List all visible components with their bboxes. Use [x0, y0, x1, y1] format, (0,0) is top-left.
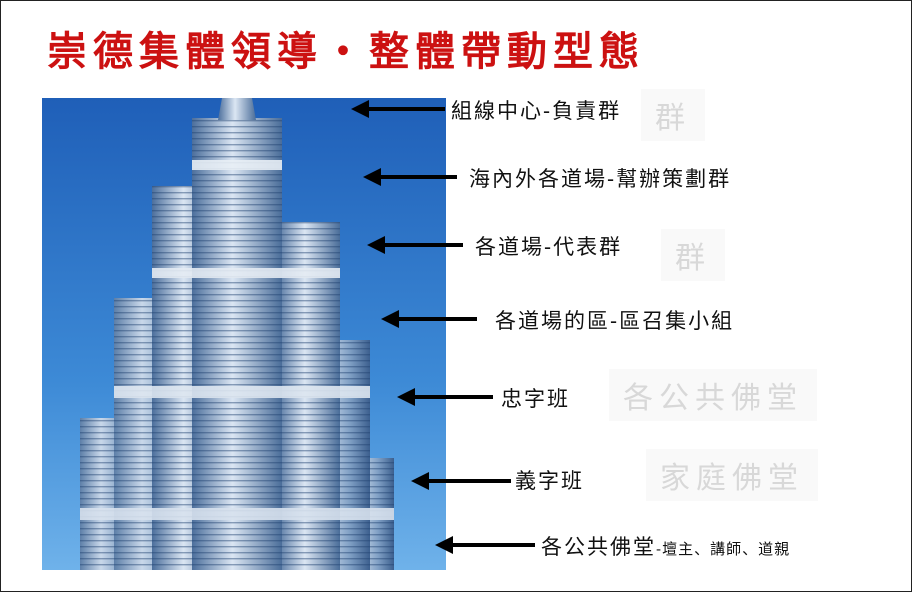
faded-label: 群	[641, 89, 705, 141]
level-label-district: 各道場的區-區召集小組	[495, 309, 735, 333]
slide-title: 崇德集體領導・整體帶動型態	[47, 28, 645, 75]
public-shrine-label: 各公共佛堂	[541, 535, 656, 559]
arrow-left-icon	[367, 236, 463, 254]
faded-label: 各公共佛堂	[609, 369, 817, 421]
level-label-public-shrine: 各公共佛堂-壇主、講師、道親	[541, 531, 790, 561]
arrow-left-icon	[435, 536, 535, 554]
arrow-left-icon	[363, 168, 457, 186]
public-shrine-suffix: -壇主、講師、道親	[656, 540, 791, 558]
level-label-zhong-class: 忠字班	[501, 387, 570, 411]
level-label-temple-reps: 各道場-代表群	[475, 235, 623, 259]
level-label-center: 組線中心-負責群	[451, 99, 622, 123]
faded-label: 家庭佛堂	[646, 449, 818, 501]
faded-label: 群	[661, 229, 725, 281]
arrow-left-icon	[381, 310, 477, 328]
arrow-left-icon	[411, 472, 511, 490]
arrow-left-icon	[351, 100, 445, 118]
level-label-yi-class: 義字班	[515, 469, 584, 493]
level-label-temples: 海內外各道場-幫辦策劃群	[469, 167, 732, 191]
arrow-left-icon	[397, 388, 493, 406]
